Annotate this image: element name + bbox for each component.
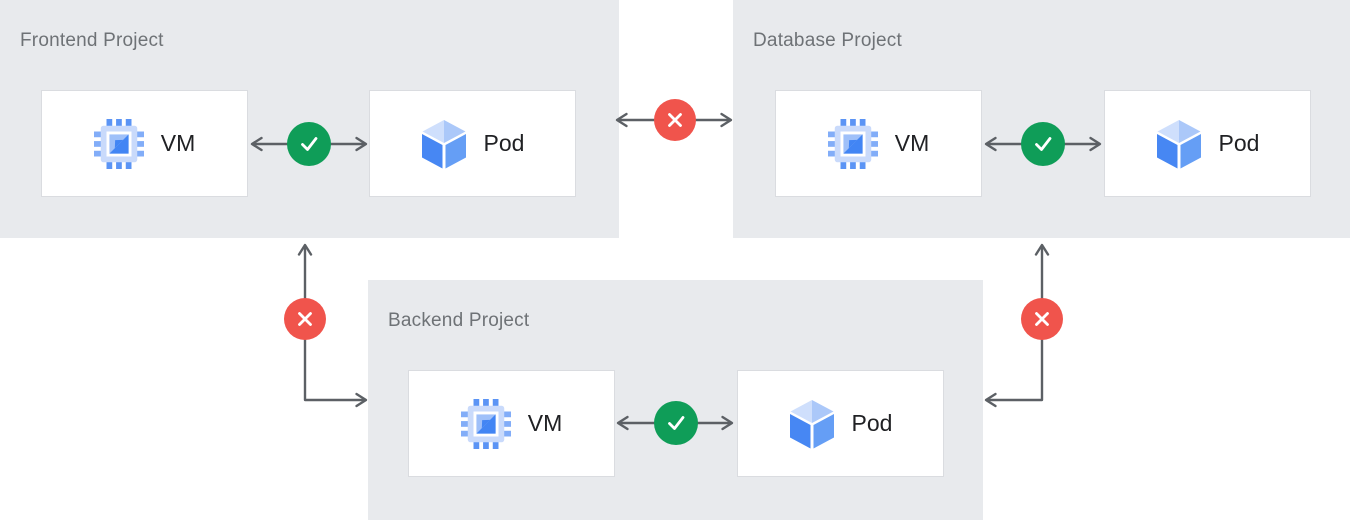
vm-label: VM — [160, 130, 196, 156]
frontend-project-panel: Frontend Project — [0, 0, 619, 238]
check-icon — [1030, 131, 1056, 157]
database-internal-allowed-badge — [1021, 122, 1065, 166]
vm-label: VM — [894, 130, 930, 156]
database-project-title: Database Project — [753, 30, 902, 51]
backend-project-panel: Backend Project — [368, 280, 983, 520]
x-icon — [1031, 308, 1053, 330]
backend-internal-allowed-badge — [654, 401, 698, 445]
frontend-backend-blocked-badge — [284, 298, 326, 340]
database-backend-blocked-badge — [1021, 298, 1063, 340]
frontend-vm-node: VM — [41, 90, 248, 197]
vm-chip-icon — [460, 398, 511, 449]
backend-pod-node: Pod — [737, 370, 944, 477]
frontend-internal-allowed-badge — [287, 122, 331, 166]
check-icon — [296, 131, 322, 157]
pod-label: Pod — [483, 130, 525, 156]
frontend-database-blocked-badge — [654, 99, 696, 141]
x-icon — [294, 308, 316, 330]
vm-label: VM — [527, 410, 563, 436]
frontend-project-title: Frontend Project — [20, 30, 164, 51]
frontend-pod-node: Pod — [369, 90, 576, 197]
database-project-panel: Database Project — [733, 0, 1350, 238]
vm-chip-icon — [827, 118, 878, 169]
pod-cube-icon — [1156, 119, 1202, 169]
pod-label: Pod — [851, 410, 893, 436]
pod-cube-icon — [789, 399, 835, 449]
database-vm-node: VM — [775, 90, 982, 197]
backend-vm-node: VM — [408, 370, 615, 477]
database-pod-node: Pod — [1104, 90, 1311, 197]
pod-cube-icon — [421, 119, 467, 169]
check-icon — [663, 410, 689, 436]
pod-label: Pod — [1218, 130, 1260, 156]
x-icon — [664, 109, 686, 131]
backend-project-title: Backend Project — [388, 310, 530, 331]
vm-chip-icon — [93, 118, 144, 169]
